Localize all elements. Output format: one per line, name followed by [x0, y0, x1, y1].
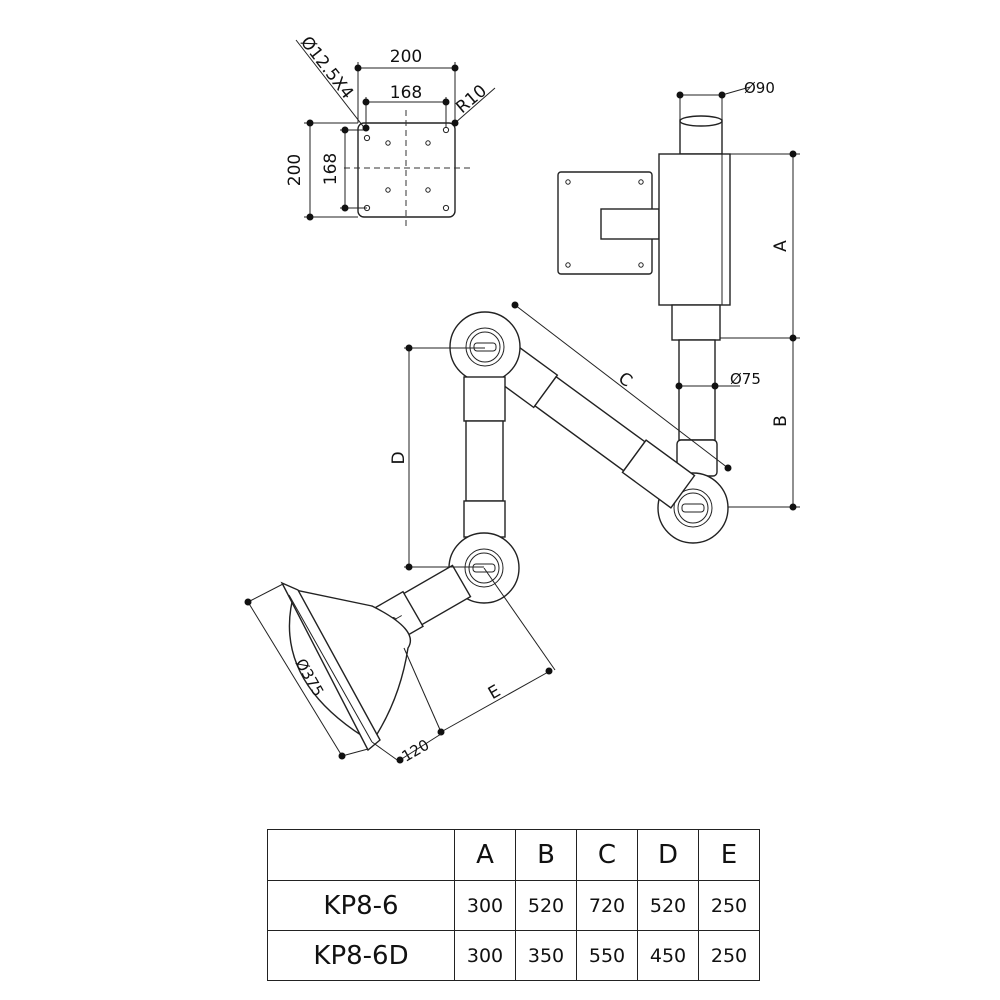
table-model-cell: KP8-6: [267, 880, 455, 931]
column-collar: [671, 304, 721, 341]
table-row: KP8-6D 300 350 550 450 250: [267, 930, 760, 981]
table-cell: 350: [515, 930, 577, 981]
arm-pipe-diameter-label: Ø75: [730, 370, 761, 388]
wall-mount-assembly: [557, 115, 731, 477]
table-cell: 250: [698, 880, 760, 931]
table-header-cell: A: [454, 829, 516, 881]
table-header-cell: [267, 829, 455, 881]
articulated-arm: [280, 311, 729, 752]
table-header-cell: C: [576, 829, 638, 881]
bracket-arm: [600, 208, 660, 240]
arm-d-upper: [463, 376, 506, 422]
table-cell: 550: [576, 930, 638, 981]
arm-c-lower: [621, 439, 696, 509]
extraction-arm-drawing: 200 168 200 168 Ø12.5X4 R10: [244, 33, 800, 766]
mounting-plate-view: 200 168 200 168 Ø12.5X4 R10: [285, 33, 496, 228]
table-cell: 720: [576, 880, 638, 931]
dimension-table: A B C D E KP8-6 300 520 720 520 250 KP8-…: [267, 829, 760, 981]
hood-depth-label: 120: [399, 736, 433, 766]
clamp-housing: [658, 153, 731, 306]
table-header-cell: B: [515, 829, 577, 881]
column-pipe: [678, 339, 716, 441]
table-header-cell: D: [637, 829, 699, 881]
plate-hole-label: Ø12.5X4: [296, 33, 357, 103]
plate-radius-label: R10: [452, 81, 490, 118]
table-header-row: A B C D E: [267, 829, 760, 881]
dimension-a-label: A: [771, 240, 791, 252]
table-cell: 520: [637, 880, 699, 931]
elbow-joint-upper: [449, 311, 521, 383]
table-cell: 520: [515, 880, 577, 931]
table-header-cell: E: [698, 829, 760, 881]
plate-inner-width-label: 168: [390, 83, 422, 103]
arm-d-lower: [463, 500, 506, 538]
table-cell: 300: [454, 880, 516, 931]
table-cell: 300: [454, 930, 516, 981]
plate-holes: [363, 126, 450, 212]
extraction-hood: [280, 581, 412, 752]
plate-outer-width-label: 200: [390, 47, 422, 67]
plate-outer-height-label: 200: [285, 154, 305, 186]
arm-d-middle: [465, 420, 504, 502]
plate-inner-height-label: 168: [321, 153, 341, 185]
mount-pipe-diameter-label: Ø90: [744, 79, 775, 97]
table-row: KP8-6 300 520 720 520 250: [267, 880, 760, 931]
table-model-cell: KP8-6D: [267, 930, 455, 981]
table-cell: 450: [637, 930, 699, 981]
dimension-c-label: C: [614, 368, 636, 391]
arm-c-middle: [533, 375, 646, 472]
dimension-b-label: B: [771, 415, 791, 427]
table-cell: 250: [698, 930, 760, 981]
dimension-d-label: D: [389, 451, 409, 464]
dimension-e-label: E: [485, 681, 504, 704]
